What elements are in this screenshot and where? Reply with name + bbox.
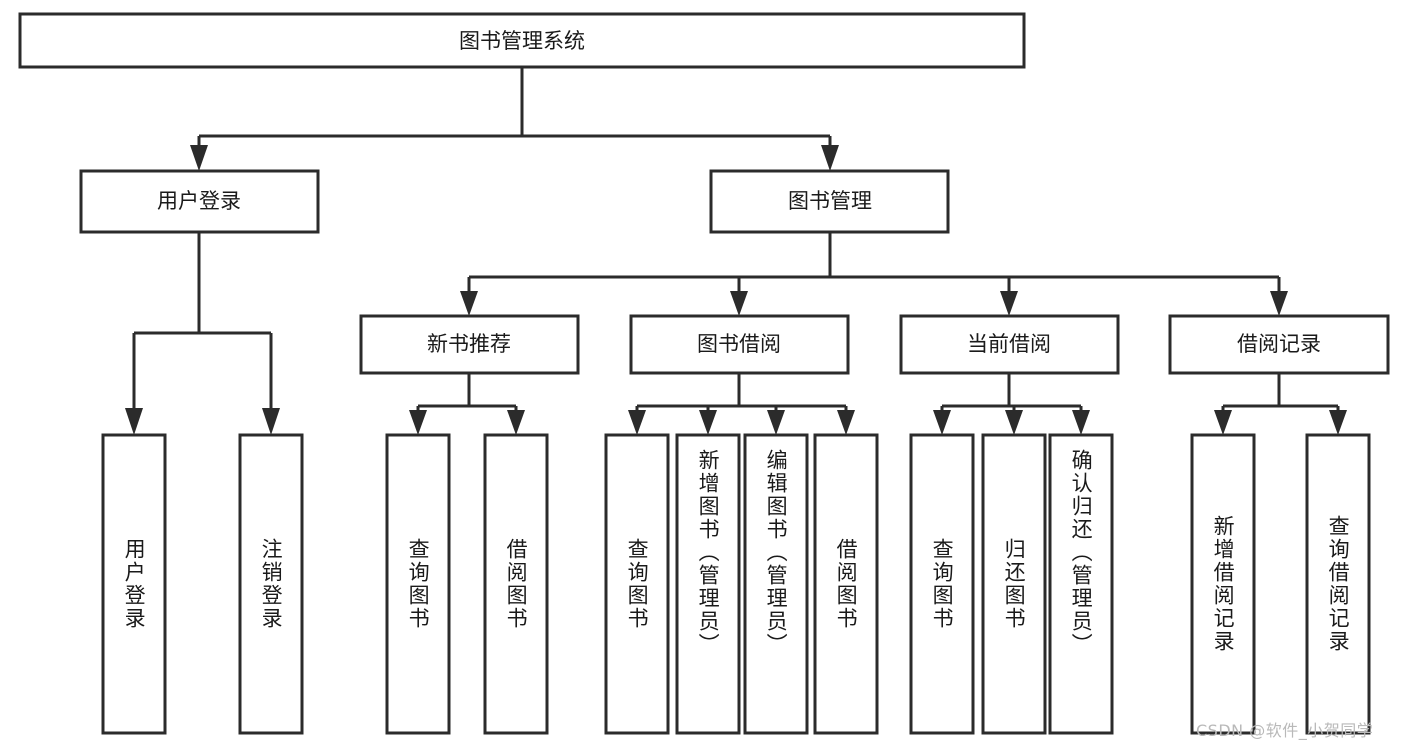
- node-box-leaf-add-book-admin[interactable]: [675, 433, 741, 735]
- arrow-to-leaf-confirm-return-admin: [1072, 410, 1090, 435]
- arrow-to-leaf-borrow-book: [837, 410, 855, 435]
- node-box-book-borrow[interactable]: [629, 314, 850, 375]
- arrow-root-to-user-login: [190, 145, 208, 171]
- node-label-current-borrow: 当前借阅: [967, 332, 1051, 356]
- csdn-watermark: CSDN @软件_小贺同学: [1196, 721, 1374, 740]
- node-box-leaf-return-book[interactable]: [981, 433, 1047, 735]
- node-box-leaf-query-book-recommend[interactable]: [385, 433, 451, 735]
- arrow-to-leaf-edit-book-admin: [767, 410, 785, 435]
- connector-new-book-recommend-to-leaves: [416, 373, 518, 414]
- node-box-new-book-recommend[interactable]: [359, 314, 580, 375]
- node-box-leaf-borrow-book-recommend[interactable]: [483, 433, 549, 735]
- node-box-leaf-edit-book-admin[interactable]: [743, 433, 809, 735]
- node-label-new-book-recommend: 新书推荐: [427, 332, 511, 356]
- node-box-book-management[interactable]: [709, 169, 950, 234]
- node-box-root[interactable]: [18, 12, 1026, 69]
- arrow-to-leaf-query-book-current: [933, 410, 951, 435]
- node-box-leaf-query-borrow-record[interactable]: [1305, 433, 1371, 735]
- connector-book-management-to-level3: [467, 232, 1281, 295]
- node-box-borrow-records[interactable]: [1168, 314, 1390, 375]
- node-box-leaf-user-login[interactable]: [101, 433, 167, 735]
- connector-borrow-records-to-leaves: [1221, 373, 1340, 414]
- connector-user-login-to-leaves: [132, 232, 273, 412]
- connector-root-to-level2: [197, 67, 832, 150]
- arrow-to-leaf-add-book-admin: [699, 410, 717, 435]
- arrow-to-current-borrow: [1000, 291, 1018, 316]
- arrow-user-login-to-leaf-user-login: [125, 408, 143, 435]
- node-label-user-login: 用户登录: [157, 189, 241, 213]
- connectors-group: [125, 67, 1347, 435]
- arrow-to-leaf-query-book-borrow: [628, 410, 646, 435]
- node-label-book-management: 图书管理: [788, 189, 872, 213]
- arrow-to-new-book-recommend: [460, 291, 478, 316]
- node-boxes-group: 图书管理系统 用户登录 图书管理 新书推荐 图书借阅 当前借阅 借阅记录: [18, 12, 1390, 735]
- arrow-to-book-borrow: [730, 291, 748, 316]
- arrow-user-login-to-leaf-logout-login: [262, 408, 280, 435]
- connector-current-borrow-to-leaves: [940, 373, 1083, 414]
- arrow-to-leaf-query-borrow-record: [1329, 410, 1347, 435]
- node-box-leaf-confirm-return-admin[interactable]: [1048, 433, 1114, 735]
- node-box-leaf-borrow-book[interactable]: [813, 433, 879, 735]
- arrow-to-leaf-add-borrow-record: [1214, 410, 1232, 435]
- arrow-root-to-book-management: [821, 145, 839, 171]
- node-label-borrow-records: 借阅记录: [1237, 332, 1321, 356]
- node-box-leaf-logout-login[interactable]: [238, 433, 304, 735]
- arrow-to-borrow-records: [1270, 291, 1288, 316]
- node-box-leaf-query-book-current[interactable]: [909, 433, 975, 735]
- node-box-user-login[interactable]: [79, 169, 320, 234]
- arrow-to-leaf-query-book-recommend: [409, 410, 427, 435]
- arrow-to-leaf-return-book: [1005, 410, 1023, 435]
- node-box-current-borrow[interactable]: [899, 314, 1120, 375]
- node-label-root: 图书管理系统: [459, 29, 585, 53]
- arrow-to-leaf-borrow-book-recommend: [507, 410, 525, 435]
- connector-book-borrow-to-leaves: [635, 373, 848, 414]
- node-label-book-borrow: 图书借阅: [697, 332, 781, 356]
- node-box-leaf-add-borrow-record[interactable]: [1190, 433, 1256, 735]
- node-box-leaf-query-book-borrow[interactable]: [604, 433, 670, 735]
